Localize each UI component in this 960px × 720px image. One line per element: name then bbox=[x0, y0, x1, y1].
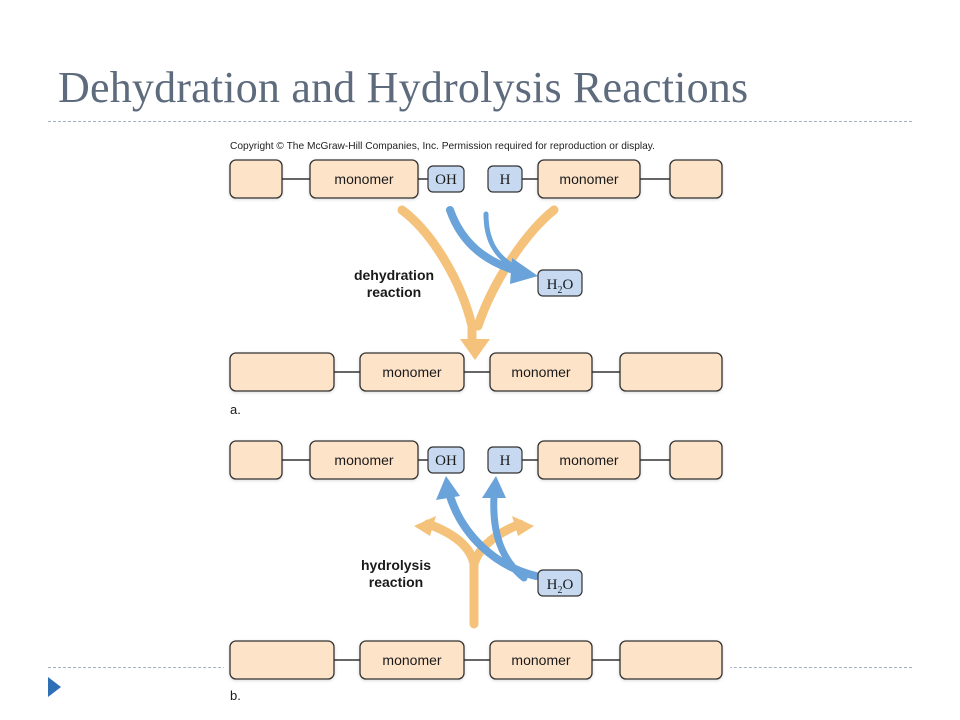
monomer-label: monomer bbox=[382, 364, 441, 380]
dehydration-label: dehydration bbox=[354, 267, 434, 283]
title-divider bbox=[48, 121, 912, 122]
dehydration-reactants: monomer OH H monomer bbox=[229, 159, 723, 199]
orange-arrowhead bbox=[460, 339, 490, 360]
polymer-end-box bbox=[229, 159, 283, 199]
hydrolysis-products: monomer OH H monomer bbox=[229, 440, 723, 480]
svg-text:H2O: H2O bbox=[547, 577, 574, 596]
blue-water-arrow bbox=[446, 206, 524, 276]
panel-b-label: b. bbox=[230, 688, 241, 703]
hydrolysis-reactant: monomer monomer bbox=[229, 640, 723, 680]
triangle-bullet-icon bbox=[48, 677, 61, 697]
monomer-label: monomer bbox=[559, 452, 618, 468]
monomer-box bbox=[489, 352, 593, 392]
polymer-end-box bbox=[669, 159, 723, 199]
monomer-label: monomer bbox=[511, 364, 570, 380]
blue-arrowhead bbox=[436, 476, 460, 500]
monomer-box bbox=[537, 159, 641, 199]
hydrogen-label: H bbox=[500, 453, 511, 469]
monomer-box bbox=[537, 440, 641, 480]
monomer-box bbox=[309, 440, 419, 480]
polymer-end-box bbox=[619, 352, 723, 392]
orange-diverging-arrow bbox=[423, 519, 479, 629]
reaction-diagram: monomer OH H monomer H2O dehydration bbox=[229, 159, 723, 703]
hydrolysis-arrows bbox=[414, 476, 540, 629]
hydrolysis-label-line2: reaction bbox=[369, 574, 423, 590]
hydroxyl-label: OH bbox=[435, 172, 457, 188]
blue-arrowhead bbox=[482, 476, 506, 498]
hydroxyl-label: OH bbox=[435, 453, 457, 469]
monomer-label: monomer bbox=[334, 171, 393, 187]
panel-a-label: a. bbox=[230, 402, 241, 417]
polymer-end-box bbox=[229, 640, 335, 680]
blue-water-arrow bbox=[446, 492, 540, 580]
orange-arrowhead bbox=[414, 516, 436, 536]
hydrogen-label: H bbox=[500, 172, 511, 188]
polymer-end-box bbox=[619, 640, 723, 680]
monomer-box bbox=[359, 352, 465, 392]
dehydration-label-line2: reaction bbox=[367, 284, 421, 300]
monomer-label: monomer bbox=[334, 452, 393, 468]
monomer-label: monomer bbox=[382, 652, 441, 668]
dehydration-arrows bbox=[397, 205, 559, 360]
monomer-box bbox=[489, 640, 593, 680]
water-molecule-a: H2O bbox=[537, 269, 583, 297]
reaction-figure: Copyright © The McGraw-Hill Companies, I… bbox=[224, 134, 730, 710]
polymer-end-box bbox=[229, 352, 335, 392]
orange-arrowhead bbox=[512, 516, 534, 536]
copyright-notice: Copyright © The McGraw-Hill Companies, I… bbox=[230, 141, 655, 152]
slide-title: Dehydration and Hydrolysis Reactions bbox=[58, 63, 749, 112]
water-molecule-b: H2O bbox=[537, 569, 583, 597]
polymer-end-box bbox=[229, 440, 283, 480]
monomer-label: monomer bbox=[559, 171, 618, 187]
hydroxyl-group bbox=[427, 165, 465, 193]
monomer-box bbox=[359, 640, 465, 680]
hydrolysis-label: hydrolysis bbox=[361, 557, 431, 573]
orange-converging-arrow bbox=[397, 205, 477, 351]
hydroxyl-group bbox=[427, 446, 465, 474]
dehydration-product: monomer monomer bbox=[229, 352, 723, 392]
svg-text:H2O: H2O bbox=[547, 277, 574, 296]
blue-arrowhead bbox=[510, 258, 538, 284]
monomer-label: monomer bbox=[511, 652, 570, 668]
polymer-end-box bbox=[669, 440, 723, 480]
monomer-box bbox=[309, 159, 419, 199]
